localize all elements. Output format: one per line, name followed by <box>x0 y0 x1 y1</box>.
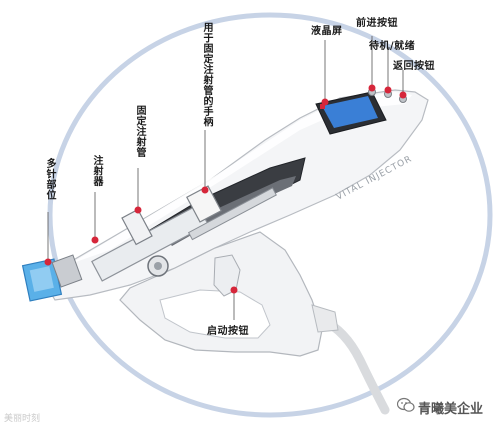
needle-head-inner <box>29 266 54 292</box>
label-start-button: 启动按钮 <box>207 326 249 337</box>
callout-dot <box>91 236 99 244</box>
watermark-left: 美丽时刻 <box>4 414 41 424</box>
cable-strain-relief <box>311 304 339 333</box>
callout-lines <box>47 36 404 320</box>
thumb-wheel-hub <box>154 262 162 270</box>
needle-collar <box>51 254 83 288</box>
callout-dot <box>399 91 407 99</box>
callout-dot <box>44 258 52 266</box>
wechat-icon <box>397 397 415 412</box>
callout-dot <box>384 86 392 94</box>
body-highlight <box>70 92 412 264</box>
callout-dots <box>44 84 407 294</box>
label-multi-needle: 多针部位 <box>44 158 55 200</box>
callout-dot <box>134 206 142 214</box>
label-standby-ready: 待机/就绪 <box>369 41 416 52</box>
fix-clamp <box>121 208 153 246</box>
callout-dot <box>201 186 209 194</box>
syringe-plunger <box>187 187 277 241</box>
label-forward-button: 前进按钮 <box>356 18 398 29</box>
display-red-indicator <box>320 104 325 109</box>
label-injector: 注射器 <box>91 155 102 187</box>
callout-dot <box>321 98 329 106</box>
callout-dot <box>230 286 238 294</box>
holder-block <box>186 185 222 223</box>
display-screen <box>322 96 378 128</box>
label-holder: 用于固定注射管的手柄 <box>201 22 212 127</box>
background-ring <box>47 12 493 418</box>
callout-dot <box>368 84 376 92</box>
label-return-button: 返回按钮 <box>393 61 435 72</box>
power-cable <box>317 315 390 415</box>
watermark-right: 青曦美企业 <box>418 402 484 417</box>
label-fix-tube: 固定注射管 <box>134 105 145 158</box>
label-display: 液晶屏 <box>311 26 343 37</box>
